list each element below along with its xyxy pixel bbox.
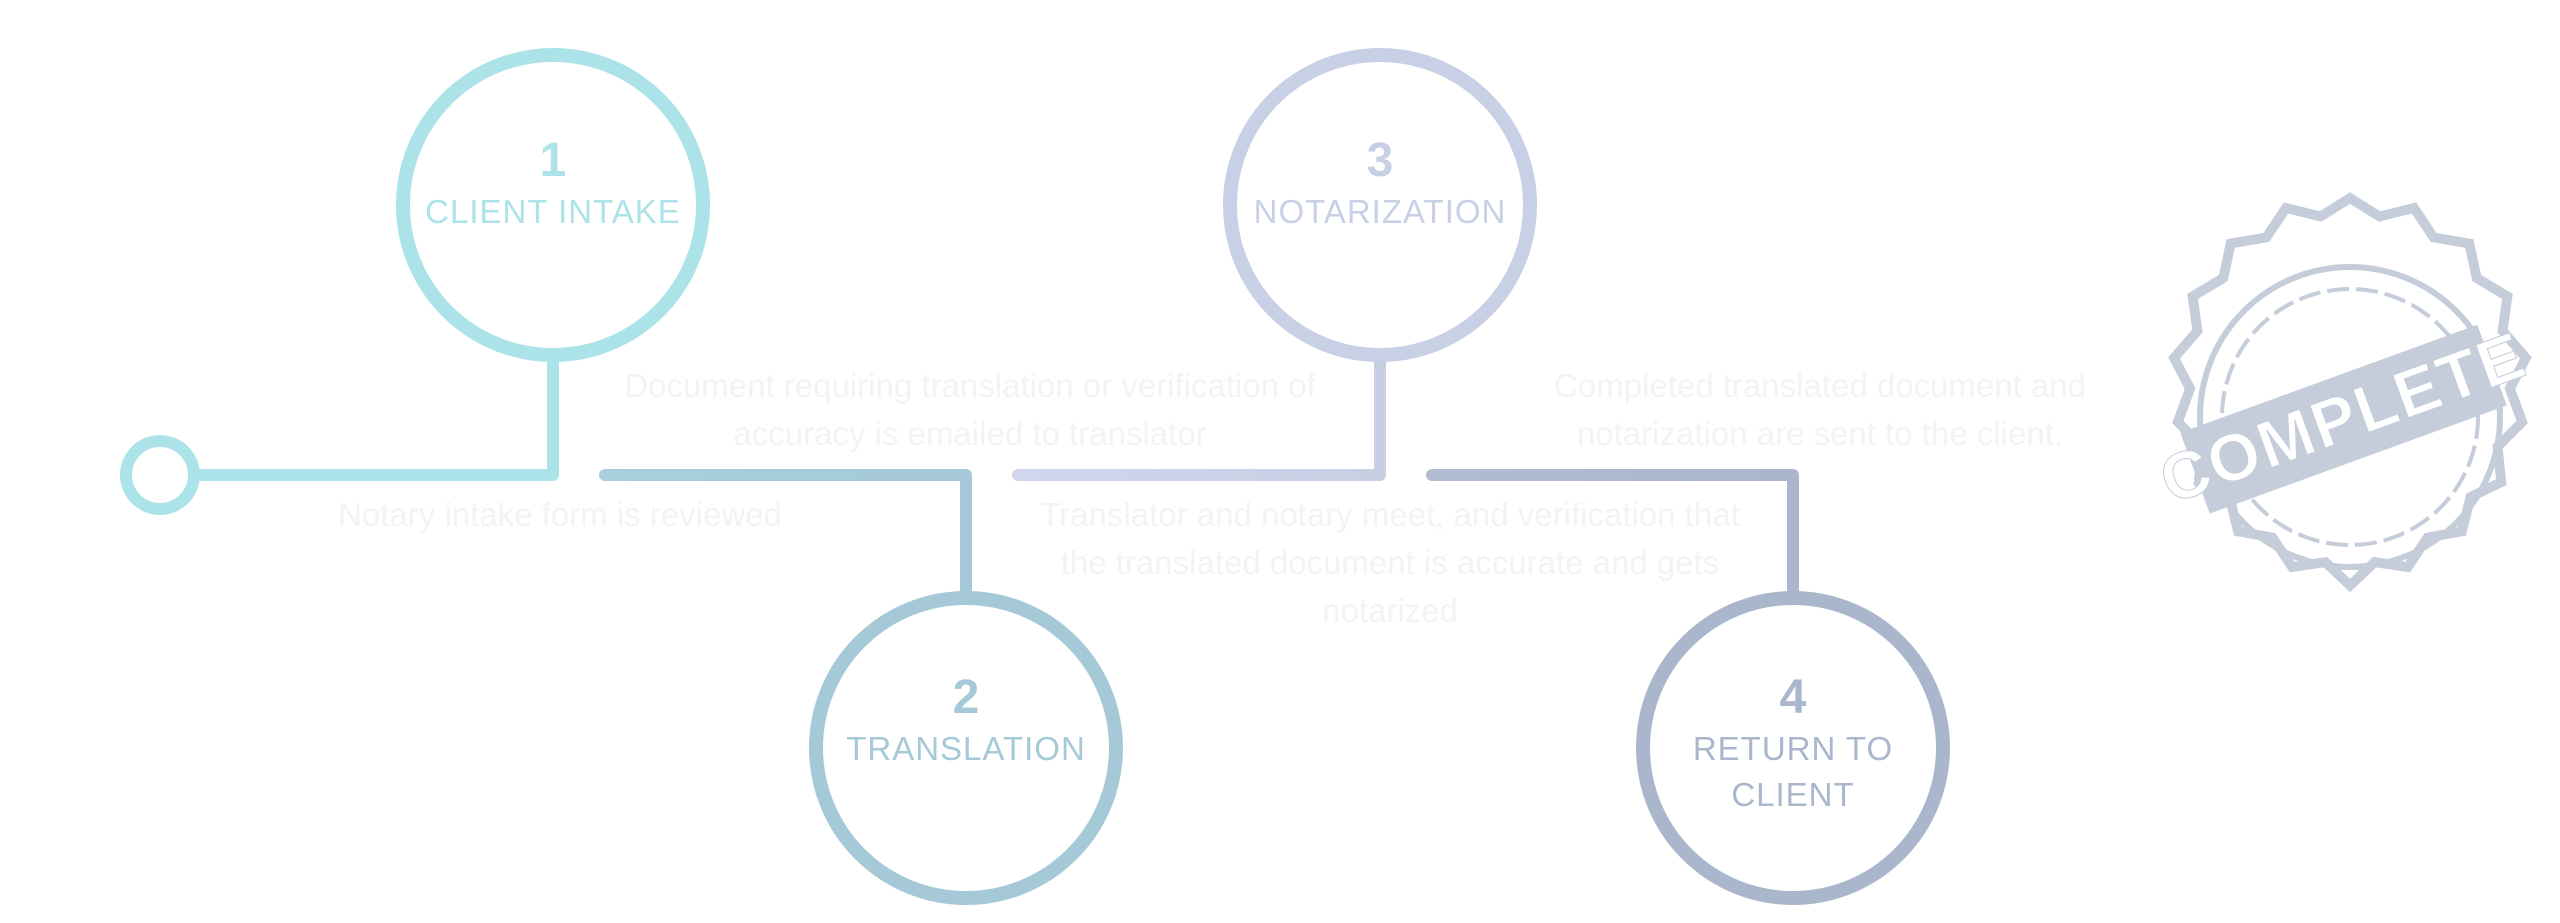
step-2-label: 2 TRANSLATION bbox=[816, 670, 1116, 772]
start-node bbox=[120, 435, 200, 515]
connector-step-3 bbox=[1012, 349, 1386, 481]
step-3-number: 3 bbox=[1366, 134, 1394, 187]
step-1-circle bbox=[396, 48, 710, 362]
step-2-circle bbox=[809, 591, 1123, 905]
step-4-description: Completed translated document and notari… bbox=[1554, 367, 2086, 452]
step-3-title: NOTARIZATION bbox=[1253, 193, 1507, 230]
step-2-description: Document requiring translation or verifi… bbox=[624, 367, 1316, 452]
step-4-title: RETURN TO CLIENT bbox=[1692, 730, 1894, 813]
step-4-number: 4 bbox=[1779, 671, 1807, 724]
step-3-circle bbox=[1223, 48, 1537, 362]
step-1-title: CLIENT INTAKE bbox=[425, 193, 681, 230]
step-1-description: Notary intake form is reviewed bbox=[338, 496, 782, 533]
step-4-label: 4 RETURN TO CLIENT bbox=[1683, 670, 1903, 818]
step-2-title: TRANSLATION bbox=[846, 730, 1086, 767]
complete-stamp-seal: COMPLETE bbox=[2150, 192, 2536, 593]
connector-step-1 bbox=[188, 349, 559, 481]
step-3-description: Translator and notary meet, and verifica… bbox=[1040, 496, 1740, 629]
step-1-number: 1 bbox=[539, 134, 567, 187]
connector-step-4 bbox=[1426, 469, 1799, 601]
step-2-number: 2 bbox=[952, 671, 980, 724]
step-4-circle bbox=[1636, 591, 1950, 905]
connector-step-2 bbox=[599, 469, 972, 601]
step-3-label: 3 NOTARIZATION bbox=[1230, 133, 1530, 235]
step-1-label: 1 CLIENT INTAKE bbox=[403, 133, 703, 235]
